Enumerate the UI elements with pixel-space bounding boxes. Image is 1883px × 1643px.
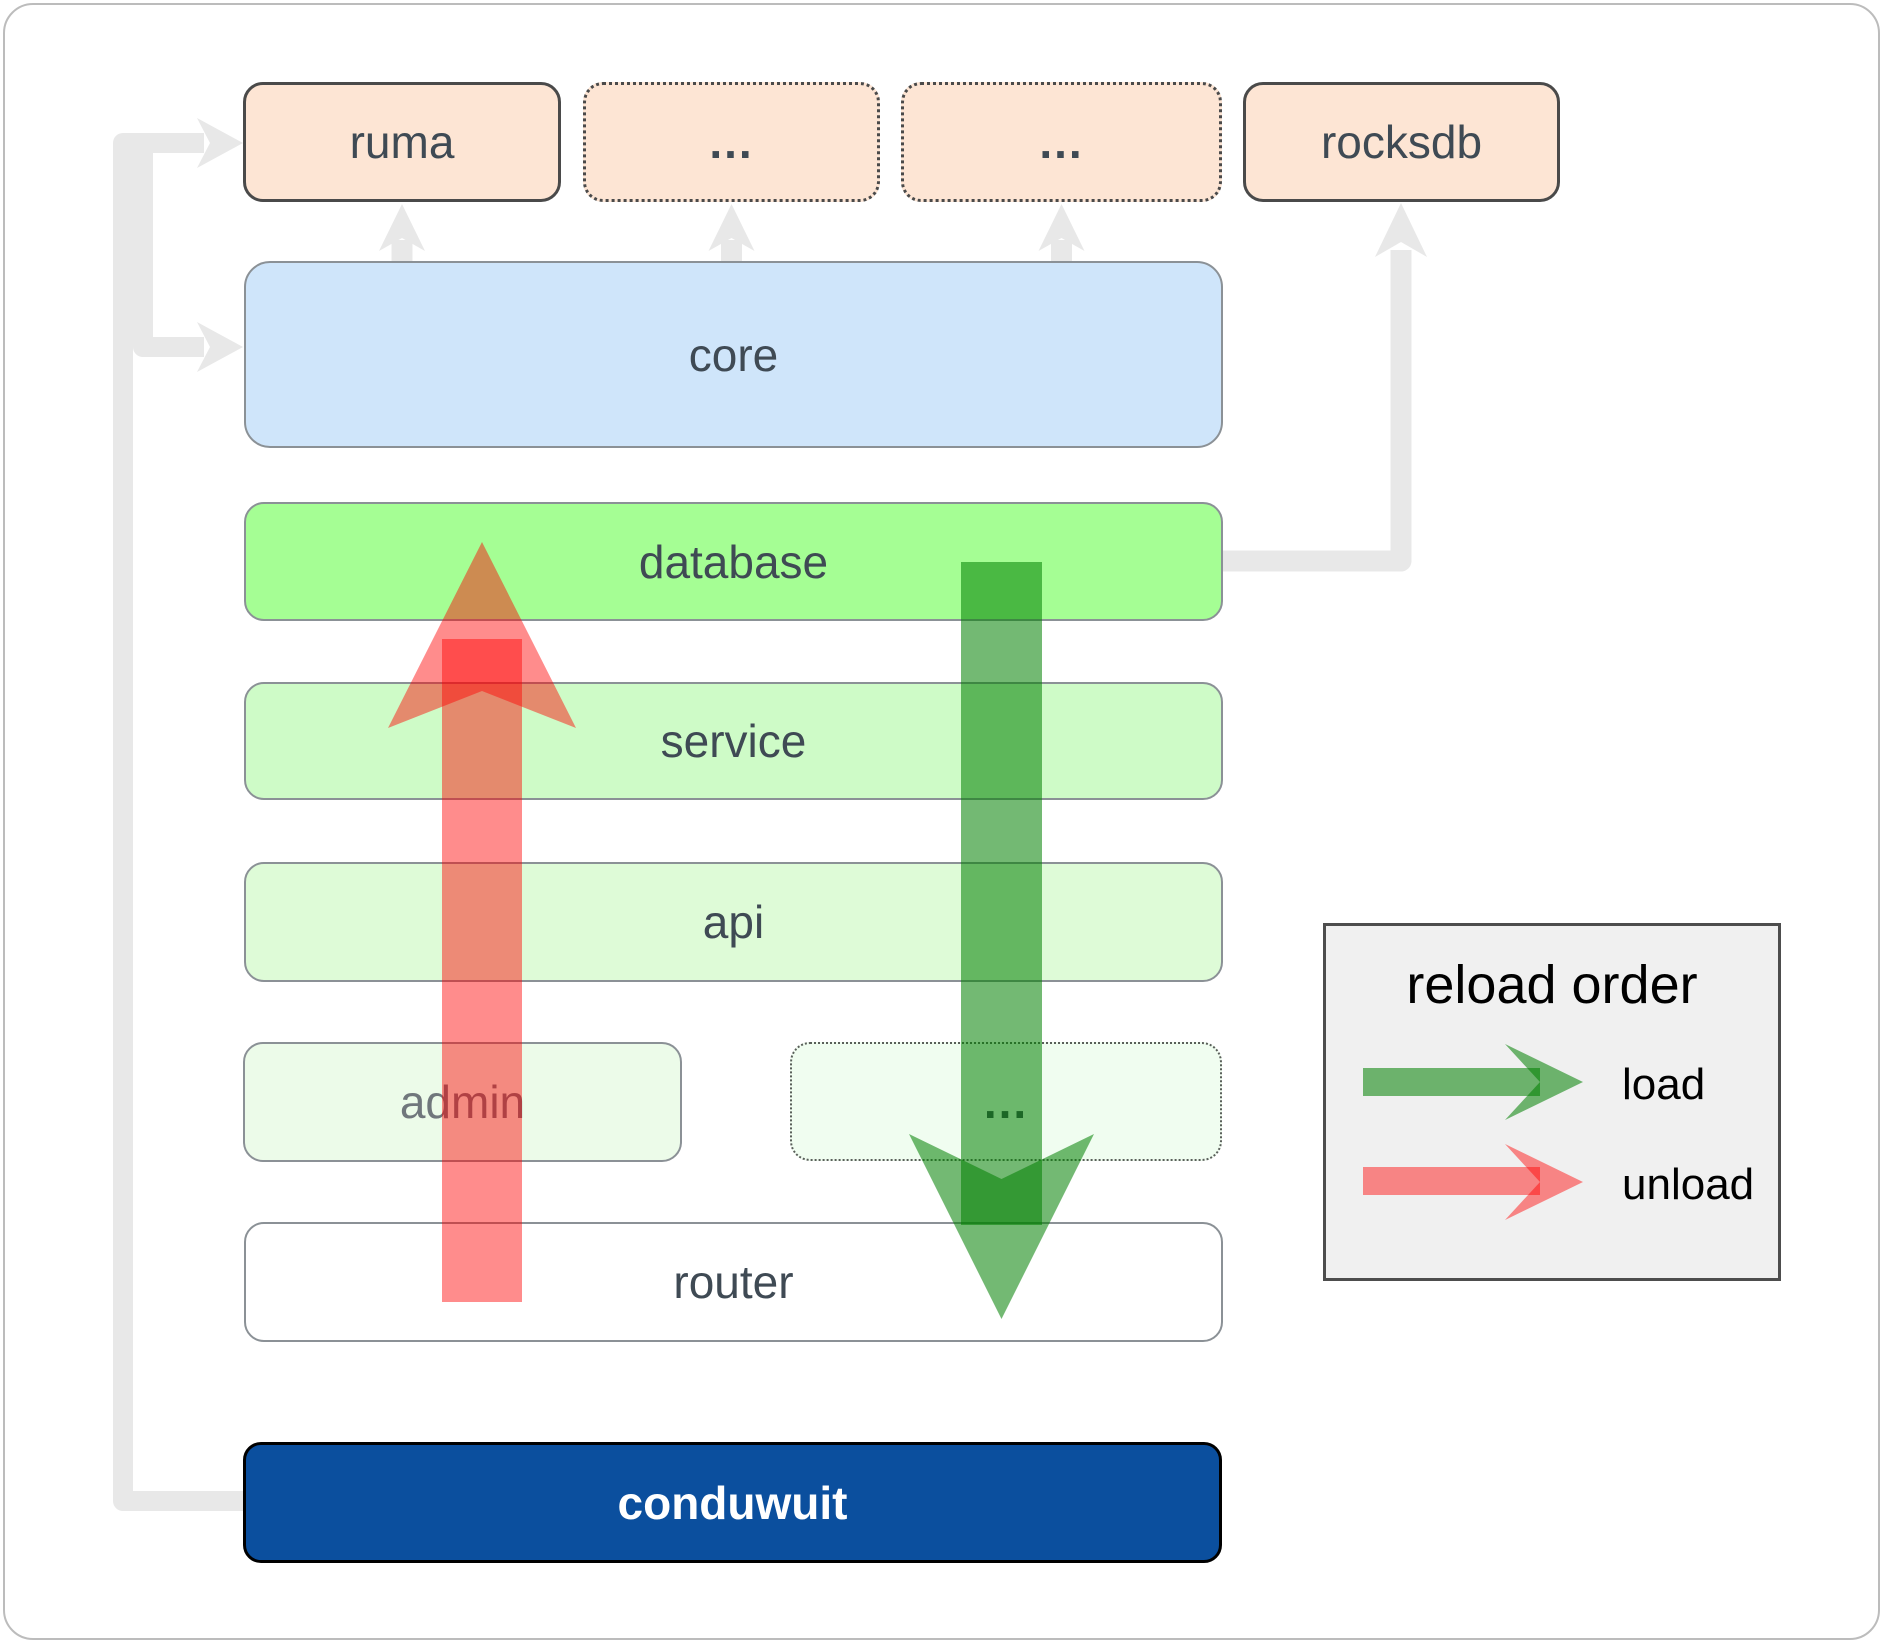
core-to-ellipsis2-arrowhead-icon bbox=[1038, 204, 1085, 251]
node-admin: admin bbox=[243, 1042, 682, 1162]
core-to-ruma-arrowhead-icon bbox=[379, 204, 425, 251]
node-ruma-label: ruma bbox=[349, 116, 455, 168]
node-service: service bbox=[244, 682, 1223, 800]
node-conduwuit-label: conduwuit bbox=[617, 1476, 848, 1529]
node-api: api bbox=[244, 862, 1223, 982]
legend-title: reload order bbox=[1406, 955, 1698, 1015]
node-service-label: service bbox=[660, 715, 807, 767]
ruma-arrowhead-icon bbox=[197, 118, 243, 168]
legend-panel: reload order load unload bbox=[1323, 923, 1781, 1281]
node-ellipsis-1-label: ... bbox=[709, 116, 754, 168]
node-ellipsis-3: ... bbox=[790, 1042, 1222, 1161]
node-ellipsis-3-label: ... bbox=[983, 1075, 1029, 1128]
core-to-ellipsis1-arrowhead-icon bbox=[708, 204, 755, 251]
node-ellipsis-1: ... bbox=[583, 82, 880, 202]
core-arrowhead-icon bbox=[197, 322, 243, 372]
legend-load-label: load bbox=[1622, 1060, 1706, 1109]
conduwuit-to-core-connector bbox=[133, 150, 204, 357]
node-rocksdb-label: rocksdb bbox=[1320, 116, 1483, 168]
node-ruma: ruma bbox=[243, 82, 561, 202]
node-ellipsis-2: ... bbox=[901, 82, 1222, 202]
node-router: router bbox=[244, 1222, 1223, 1342]
node-api-label: api bbox=[702, 896, 765, 948]
node-conduwuit: conduwuit bbox=[243, 1442, 1222, 1563]
node-core-label: core bbox=[688, 328, 779, 381]
node-core: core bbox=[244, 261, 1223, 448]
node-database-label: database bbox=[638, 535, 829, 588]
node-router-label: router bbox=[673, 1256, 794, 1308]
node-admin-label: admin bbox=[399, 1076, 526, 1128]
node-database: database bbox=[244, 502, 1223, 621]
conduwuit-to-ruma-connector bbox=[113, 133, 244, 1511]
legend-unload-label: unload bbox=[1622, 1160, 1755, 1209]
node-rocksdb: rocksdb bbox=[1243, 82, 1560, 202]
database-to-rocksdb-connector bbox=[1222, 250, 1412, 572]
rocksdb-arrowhead-icon bbox=[1375, 203, 1427, 257]
node-ellipsis-2-label: ... bbox=[1039, 116, 1084, 168]
